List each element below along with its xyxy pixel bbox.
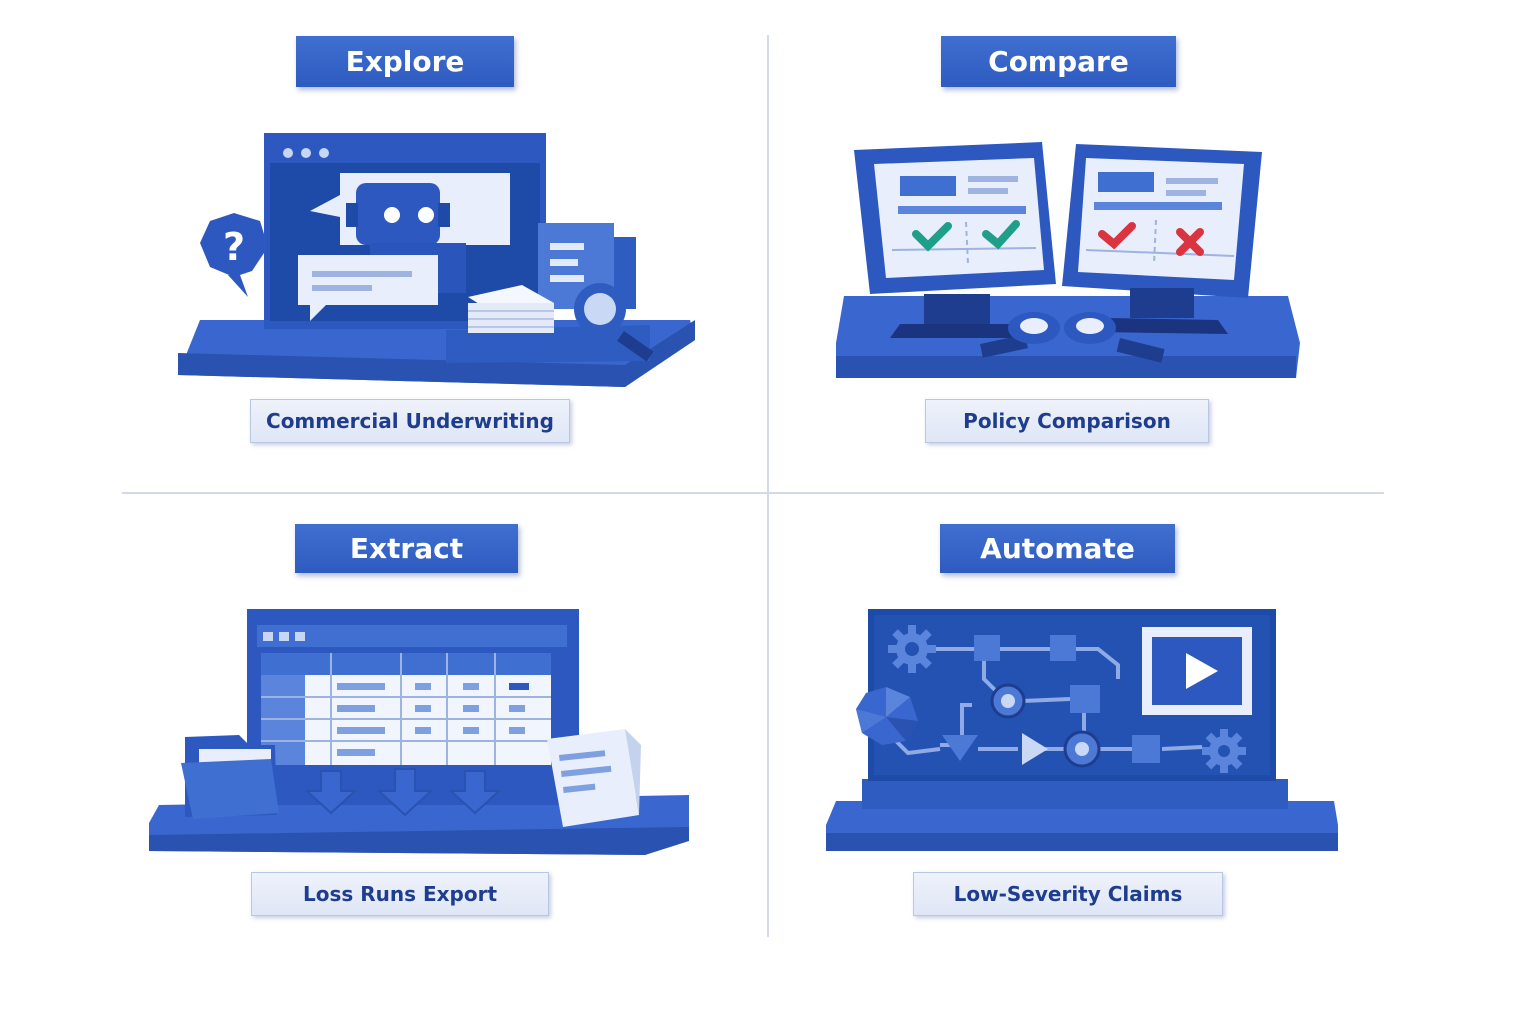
play-video-icon <box>1142 627 1252 715</box>
explore-title: Explore <box>296 36 514 87</box>
extract-title: Extract <box>295 524 518 573</box>
extract-illustration <box>149 609 689 855</box>
download-arrow-icon <box>304 768 502 817</box>
explore-caption: Commercial Underwriting <box>250 399 570 443</box>
checkmark-icon <box>912 220 1020 252</box>
monitor-left-icon <box>854 142 1056 338</box>
compare-illustration <box>836 142 1300 378</box>
compare-title: Compare <box>941 36 1176 87</box>
question-icon: ? <box>200 213 268 297</box>
cross-icon <box>1176 228 1204 256</box>
document-icon <box>547 729 641 827</box>
horizontal-divider <box>122 492 1384 494</box>
magnifier-icon <box>574 283 654 362</box>
check-red-icon <box>1098 222 1136 250</box>
gear-icon <box>888 625 936 673</box>
automate-caption: Low-Severity Claims <box>913 872 1223 916</box>
extract-caption: Loss Runs Export <box>251 872 549 916</box>
automate-illustration <box>826 609 1338 851</box>
document-stack-icon <box>468 285 554 333</box>
pie-icon <box>856 687 918 745</box>
automate-title: Automate <box>940 524 1175 573</box>
svg-text:?: ? <box>223 225 245 269</box>
link-icon <box>980 312 1165 363</box>
explore-illustration: ? <box>178 133 695 387</box>
folder-icon <box>181 735 279 819</box>
vertical-divider <box>767 35 769 937</box>
gear-icon-right <box>1202 729 1246 773</box>
compare-caption: Policy Comparison <box>925 399 1209 443</box>
